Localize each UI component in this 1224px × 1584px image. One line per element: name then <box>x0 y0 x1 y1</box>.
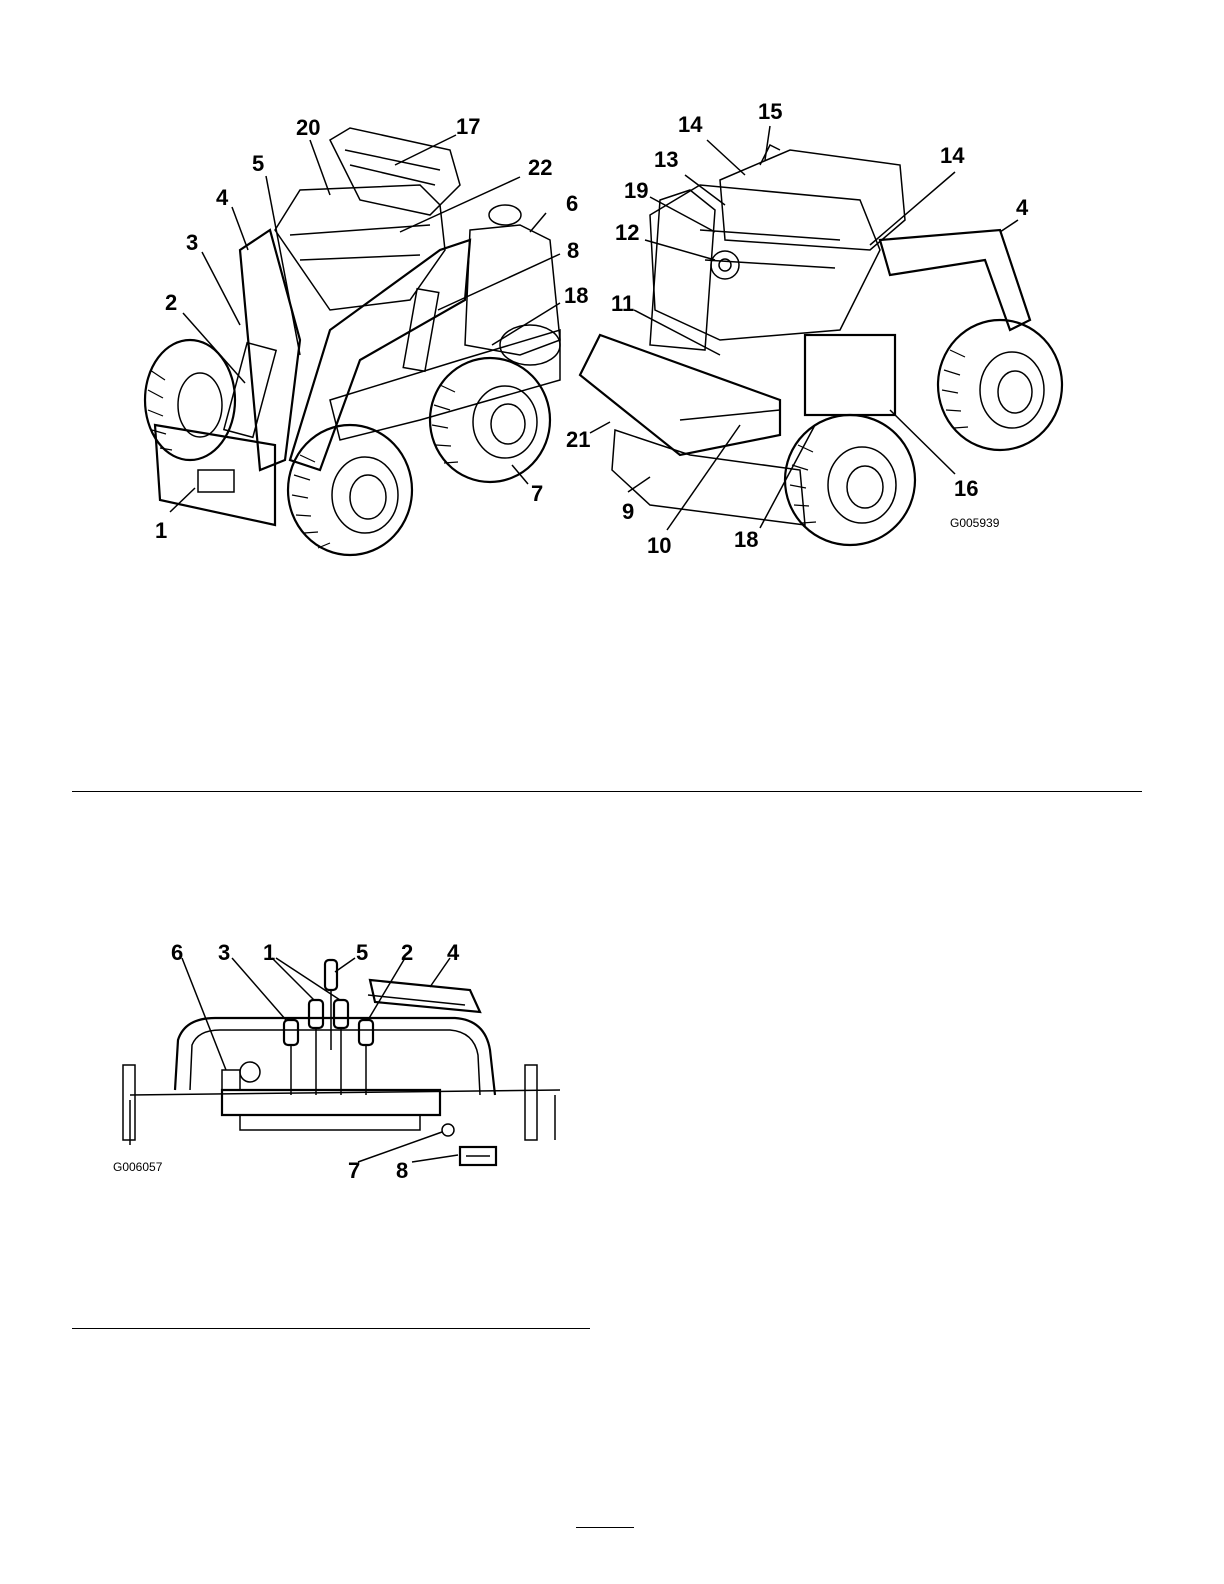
figure-id-top: G005939 <box>950 516 999 530</box>
callout-1: 1 <box>155 520 167 542</box>
section-divider-top <box>72 791 1142 792</box>
front-left-wheel <box>145 340 235 460</box>
section-divider-bottom <box>72 1328 590 1329</box>
callout-7: 7 <box>531 483 543 505</box>
callout-9: 9 <box>622 501 634 523</box>
callout-8: 8 <box>567 240 579 262</box>
callout-3: 3 <box>186 232 198 254</box>
callout-13: 13 <box>654 149 678 171</box>
callout-14-left: 14 <box>678 114 702 136</box>
rear-view-machine <box>580 126 1062 545</box>
callout-19: 19 <box>624 180 648 202</box>
callout-17: 17 <box>456 116 480 138</box>
front-right-wheel <box>288 425 412 555</box>
callout-15: 15 <box>758 101 782 123</box>
machine-overview-drawing <box>0 0 1224 580</box>
callout-18-front: 18 <box>564 285 588 307</box>
rear-left-wheel <box>938 320 1062 450</box>
rear-right-wheel <box>430 358 550 482</box>
callout-21: 21 <box>566 429 590 451</box>
callout-14-right: 14 <box>940 145 964 167</box>
controls-drawing <box>0 930 620 1190</box>
machine-overview-figure: 1 2 3 4 5 20 17 22 6 8 18 7 14 15 13 14 … <box>0 0 1224 580</box>
control-levers <box>284 960 373 1095</box>
callout-5: 5 <box>252 153 264 175</box>
callout-b-3: 3 <box>218 942 230 964</box>
callout-b-5: 5 <box>356 942 368 964</box>
callout-2: 2 <box>165 292 177 314</box>
callout-18-rear: 18 <box>734 529 758 551</box>
callout-10: 10 <box>647 535 671 557</box>
callout-20: 20 <box>296 117 320 139</box>
callout-b-1: 1 <box>263 942 275 964</box>
callout-6: 6 <box>566 193 578 215</box>
callout-b-8: 8 <box>396 1160 408 1182</box>
callout-11: 11 <box>611 293 634 315</box>
page-number-line <box>576 1527 634 1528</box>
callout-b-2: 2 <box>401 942 413 964</box>
callout-12: 12 <box>615 222 639 244</box>
rear-front-wheel <box>785 415 915 545</box>
front-view-machine <box>145 128 560 555</box>
controls-figure: 6 3 1 5 2 4 7 8 G006057 <box>0 930 620 1190</box>
callout-4-rear: 4 <box>1016 197 1028 219</box>
callout-b-6: 6 <box>171 942 183 964</box>
callout-b-4: 4 <box>447 942 459 964</box>
callout-22: 22 <box>528 157 552 179</box>
figure-id-bottom: G006057 <box>113 1160 162 1174</box>
callout-16: 16 <box>954 478 978 500</box>
callout-b-7: 7 <box>348 1160 360 1182</box>
callout-4: 4 <box>216 187 228 209</box>
